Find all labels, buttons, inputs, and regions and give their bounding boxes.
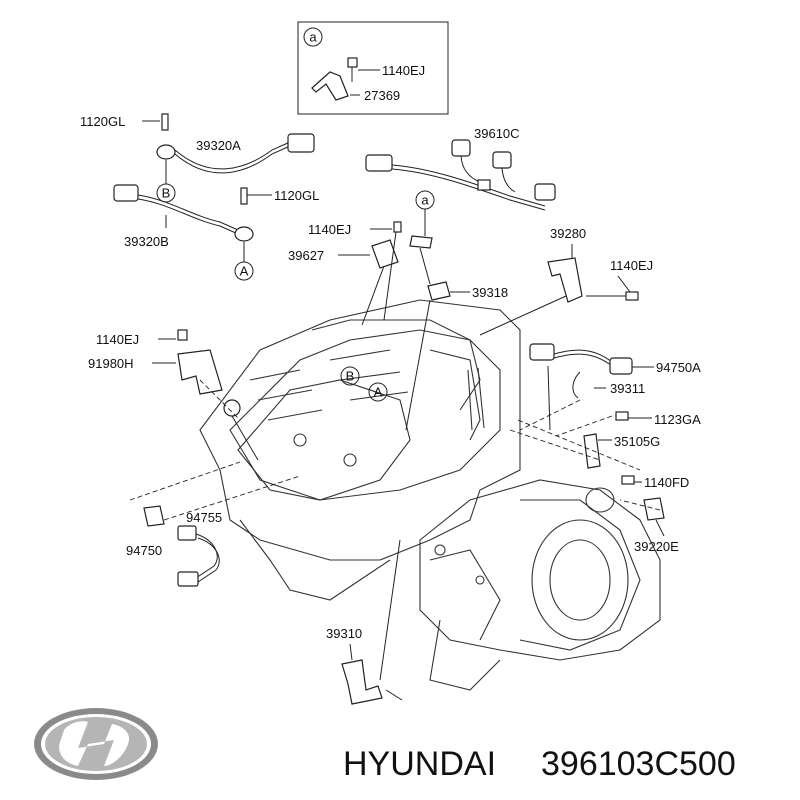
label-39610c: 39610C [474,126,520,141]
marker-b-left [156,183,176,203]
marker-a-left [234,261,254,281]
engine-markers: B A [340,366,388,402]
footer-part-number: 396103C500 [541,745,736,783]
wiring-harness-39610c: 39610C [365,126,556,211]
marker-b-engine-label: B [346,369,355,384]
marker-a-top-label: a [421,193,429,208]
right-upper-group: 39280 1140EJ [547,226,653,303]
knock-sensor-group: 1120GL 39320A B 1120GL 39320B A [80,113,319,281]
label-1140ej-left: 1140EJ [96,332,139,347]
right-sensor-group: 94750A 39311 1123GA 35105G 1140FD 39220E [529,343,701,554]
hyundai-logo-icon [34,708,158,780]
crank-sensor-group: 39310 [326,626,383,705]
label-1120gl-top: 1120GL [80,114,125,129]
label-1123ga: 1123GA [654,412,701,427]
label-39627: 39627 [288,248,324,263]
left-bracket-group: 1140EJ 91980H [88,329,241,417]
center-bracket-group: 1140EJ 39627 a 39318 [288,190,508,301]
marker-a-engine [368,382,388,402]
label-94750a: 94750A [656,360,701,375]
label-39280: 39280 [550,226,586,241]
inset-detail-a: a 1140EJ 27369 [297,21,449,115]
label-94755: 94755 [186,510,222,525]
label-1140ej-mid: 1140EJ [308,222,351,237]
label-39318: 39318 [472,285,508,300]
label-1140fd: 1140FD [644,475,689,490]
engine-assembly [199,299,661,691]
marker-a-left-label: A [240,264,249,279]
label-91980h: 91980H [88,356,134,371]
footer-brand: HYUNDAI [343,745,496,783]
label-39320b: 39320B [124,234,169,249]
label-39311: 39311 [610,381,645,396]
marker-b-engine [340,366,360,386]
label-1120gl-mid: 1120GL [274,188,319,203]
marker-a-engine-label: A [374,385,383,400]
label-1140ej-right: 1140EJ [610,258,653,273]
marker-b-left-label: B [162,186,171,201]
inset-marker-a [303,27,323,47]
label-35105g: 35105G [614,434,660,449]
label-27369: 27369 [364,88,400,103]
label-39220e: 39220E [634,539,679,554]
label-39310: 39310 [326,626,362,641]
inset-marker-label: a [309,30,317,45]
left-lower-sensors: 94755 94750 [126,505,222,587]
label-94750: 94750 [126,543,162,558]
label-1140ej-inset: 1140EJ [382,63,425,78]
leader-lines [129,231,661,701]
label-39320a: 39320A [196,138,241,153]
